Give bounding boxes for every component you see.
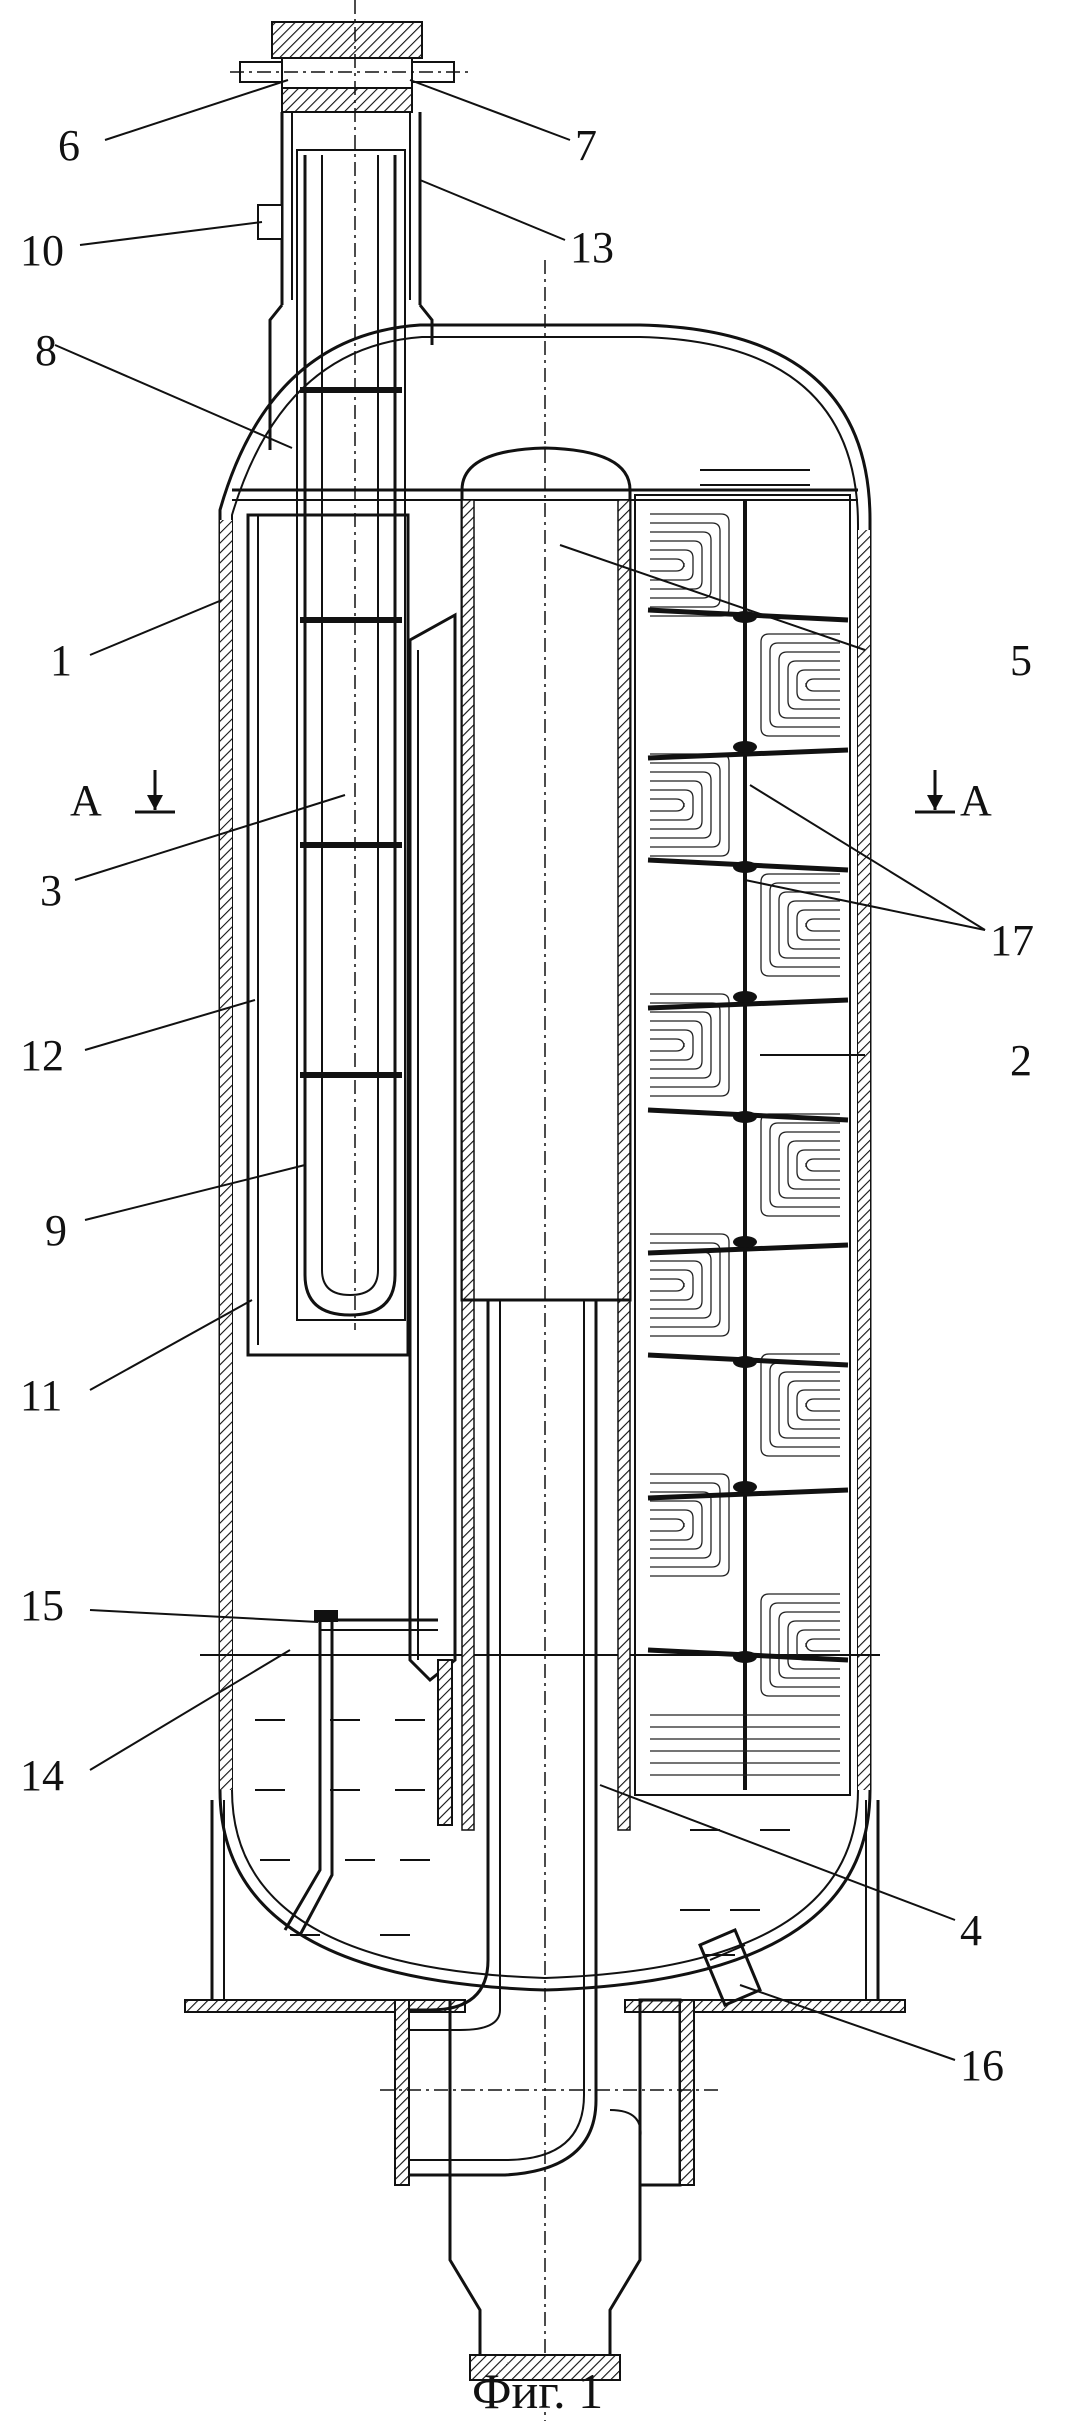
label-9: 9 bbox=[45, 1206, 67, 1255]
label-16: 16 bbox=[960, 2041, 1004, 2090]
liquid-level bbox=[200, 1654, 880, 1956]
label-4: 4 bbox=[960, 1906, 982, 1955]
nozzle-16 bbox=[698, 1928, 762, 2007]
figure-caption: Фиг. 1 bbox=[472, 2363, 603, 2419]
label-10: 10 bbox=[20, 226, 64, 275]
label-7: 7 bbox=[575, 121, 597, 170]
label-8: 8 bbox=[35, 326, 57, 375]
label-3: 3 bbox=[40, 866, 62, 915]
label-6: 6 bbox=[58, 121, 80, 170]
label-1: 1 bbox=[50, 636, 72, 685]
label-13: 13 bbox=[570, 223, 614, 272]
section-letter-right: A bbox=[960, 776, 992, 825]
label-5: 5 bbox=[1010, 636, 1032, 685]
label-11: 11 bbox=[20, 1371, 62, 1420]
label-15: 15 bbox=[20, 1581, 64, 1630]
vessel-shell bbox=[218, 323, 872, 1992]
section-marker-right: A bbox=[915, 770, 992, 825]
leader-lines bbox=[54, 79, 986, 2061]
chamber-12 bbox=[246, 513, 410, 1357]
drain-pipe bbox=[283, 1610, 438, 1936]
reference-numerals: 6 7 10 13 8 1 5 3 17 12 2 9 11 15 14 4 1… bbox=[20, 121, 1034, 2090]
tube-assembly bbox=[296, 149, 406, 1321]
bottom-outlet bbox=[380, 1959, 720, 2381]
top-nozzle bbox=[230, 0, 470, 1330]
label-2: 2 bbox=[1010, 1036, 1032, 1085]
section-marker-left: A bbox=[70, 770, 175, 825]
heat-exchanger-pack bbox=[634, 469, 851, 1796]
central-pipe bbox=[460, 260, 632, 2421]
baffle bbox=[408, 612, 457, 1826]
section-letter-left: A bbox=[70, 776, 102, 825]
label-14: 14 bbox=[20, 1751, 64, 1800]
label-17: 17 bbox=[990, 916, 1034, 965]
label-12: 12 bbox=[20, 1031, 64, 1080]
